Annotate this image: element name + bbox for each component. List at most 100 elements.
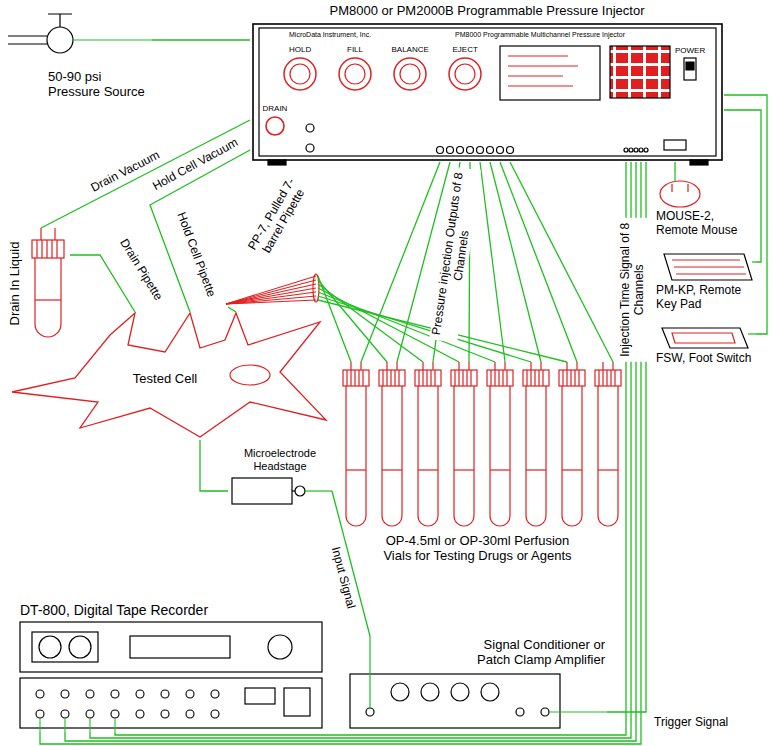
perfusion-vial [382,469,402,470]
injector-panel [306,144,314,152]
perfusion-vial [387,362,397,370]
line-label: Hold Cell Vacuum [148,135,242,195]
panel-label: FILL [347,45,363,54]
perfusion-vials: OP-4.5ml or OP-30ml Perfusion Vials for … [336,362,620,572]
perfusion-vial [419,370,435,386]
recorder-jack [39,718,40,732]
tubing-line [115,162,626,735]
amplifier-body [350,674,560,728]
recorder-jack [89,718,90,732]
injector-panel [684,58,696,80]
panel-label: PM8000 Programmable Multichannel Pressur… [455,31,625,39]
pipette-label: Hold Cell Pipette [173,211,217,300]
tubing-line [152,39,250,40]
perfusion-vial [567,362,577,370]
tubing-line [90,162,631,738]
injector-panel [629,148,633,152]
amplifier-body [421,683,439,701]
tubing-line [200,440,228,491]
cell-nucleus [230,365,270,385]
perfusion-vial [454,469,474,470]
perfusion-vial [415,370,441,386]
injector-panel [394,58,426,90]
tubing-line [65,162,636,741]
tubing-line [469,162,470,362]
pressure-source: 50-90 psi Pressure Source [2,12,152,104]
tested-cell: Tested Cell [8,312,330,440]
injector-panel [508,56,578,86]
tubing-line [228,307,236,312]
injector-panel [487,147,494,154]
seven-barrel-pipette: PP-7, Pulled 7-barrel Pipette [222,165,318,307]
injector-panel [253,24,722,160]
recorder-jack [211,710,219,718]
tubing-line [674,162,675,172]
node-label: PP-7, Pulled 7-barrel Pipette [239,163,318,272]
pipette-label: Drain Pipette [116,237,164,303]
tubing-line [490,162,541,362]
amplifier: Signal Conditioner or Patch Clamp Amplif… [345,636,607,732]
tape-recorder-body [20,622,322,728]
recorder-jack [161,690,169,698]
recorder-jack [61,690,69,698]
drain-vial [35,299,61,300]
cell-outline [8,312,330,440]
injector-panel [500,46,600,100]
injector-panel [437,147,444,154]
headstage: Microelectrode Headstage [228,446,332,508]
perfusion-vial [346,469,366,470]
injector-panel [266,117,284,135]
injector-panel [477,147,484,154]
tubing-line [41,120,250,228]
line-label: Trigger Signal [652,716,730,730]
keypad-icon [664,254,756,280]
perfusion-vial [346,386,366,526]
tubing-line [318,288,459,362]
injector-panel [664,140,686,150]
foot-switch-icon [662,328,748,348]
tape-recorder-body [32,632,98,662]
amplifier-body [541,708,549,716]
pressure-injector: PM8000 or PM2000B Programmable Pressure … [250,2,724,162]
amplifier-body [451,683,469,701]
pipette-barrel [226,300,316,304]
pipette-barrel [226,288,316,304]
injector-panel [455,64,475,84]
perfusion-vial [379,370,405,386]
panel-label: HOLD [289,45,311,54]
pipette-barrel [226,284,316,304]
remote-mouse-icon [674,172,675,182]
recorder-jack [111,690,119,698]
tubing-line [332,491,370,636]
injector-panel [686,62,694,70]
remote-mouse: MOUSE-2, Remote Mouse [652,172,756,242]
perfusion-vial [383,370,399,386]
injector-panel [345,64,365,84]
perfusion-vial [526,386,546,526]
headstage-box [232,478,332,504]
tubing-line [724,95,767,334]
pipette-barrel [226,296,316,304]
amplifier-body [350,636,607,728]
injector-panel [639,148,643,152]
perfusion-vial [603,362,613,370]
pipette-barrel [226,292,316,304]
headstage-box [232,478,292,504]
node-label: 50-90 psi Pressure Source [48,70,148,100]
tape-recorder-body [130,636,230,658]
perfusion-vial [487,370,513,386]
headstage-box [305,490,332,491]
recorder-jack [186,710,194,718]
injector-panel [449,58,481,90]
node-label: PM8000 or PM2000B Programmable Pressure … [250,4,724,19]
recorder-jack [36,690,219,732]
perfusion-vial [599,370,615,386]
foot-switch: FSW, Foot Switch [652,322,756,384]
drain-vial [41,228,55,240]
perfusion-vial [423,362,433,370]
pressure-valve [73,39,152,40]
tubing-line [724,110,761,262]
perfusion-vial [559,370,585,386]
